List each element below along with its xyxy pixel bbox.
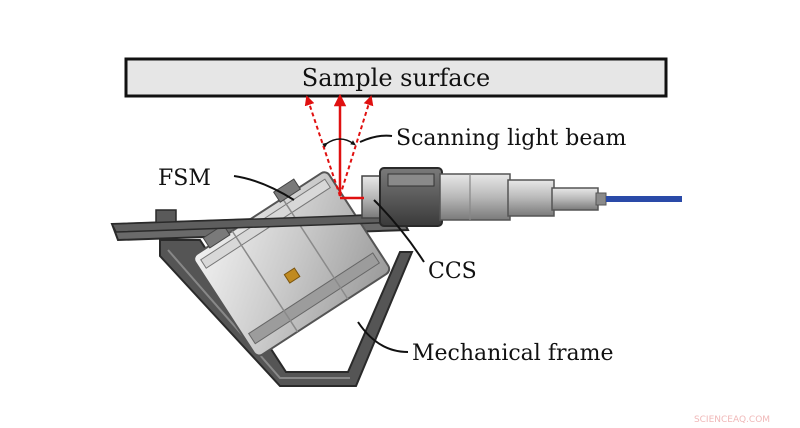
mechanical-frame-label: Mechanical frame [412,341,613,366]
fsm-label: FSM [158,166,211,191]
sample-surface-label: Sample surface [302,64,490,92]
scan-angle-arc [322,138,356,148]
scanning-beams [304,93,374,197]
beam-leader [359,134,393,143]
ccs-label: CCS [428,259,477,284]
ccs-leader [373,199,425,263]
beam-right [339,95,374,197]
beam-left [304,95,341,197]
frame-leader [357,321,409,353]
sample-surface-box [124,57,668,98]
fsm-leader [233,175,295,201]
ccs-assembly [361,167,682,227]
scanning-beam-label: Scanning light beam [396,126,627,151]
fsm-connector [283,267,301,284]
watermark: SCIENCEAQ.COM [694,415,770,425]
fsm-body [193,171,391,357]
sample-surface: Sample surface [124,57,668,98]
